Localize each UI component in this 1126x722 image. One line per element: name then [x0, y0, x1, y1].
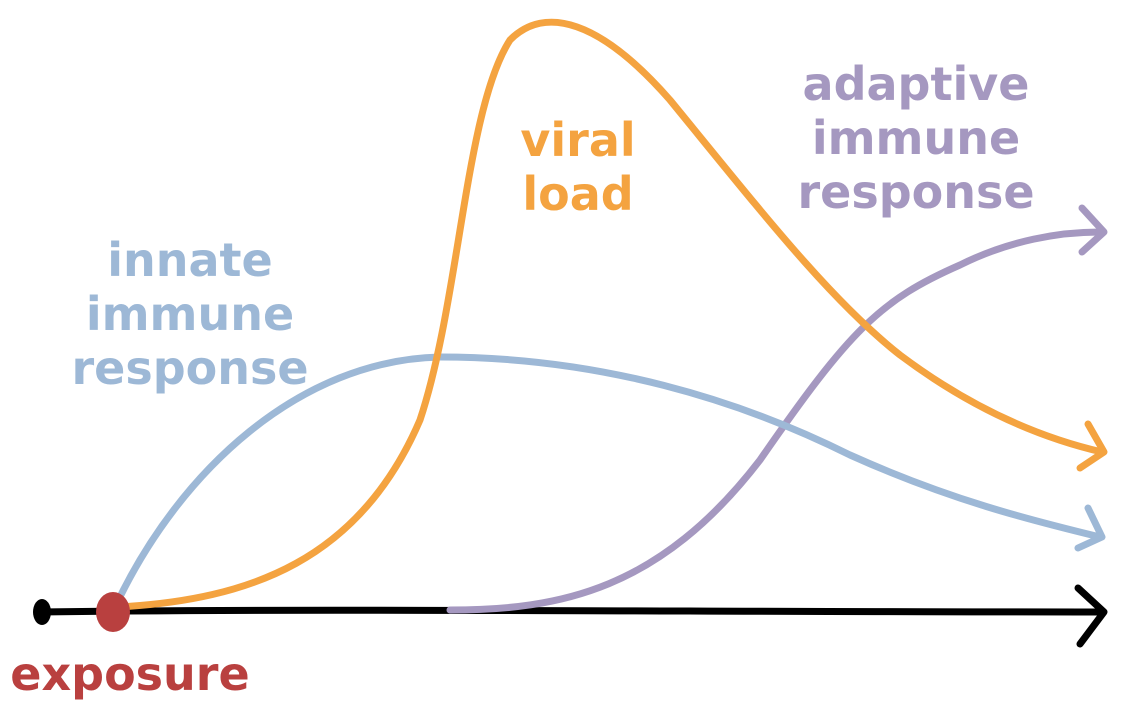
adaptive-label-line-3: response — [797, 165, 1034, 219]
viral-curve-arrowhead — [1076, 420, 1108, 472]
exposure-point — [96, 592, 130, 632]
viral-label-line-1: viral — [520, 113, 635, 167]
adaptive-curve-arrowhead — [1078, 204, 1108, 256]
adaptive-label-line-1: adaptive — [803, 57, 1030, 111]
time-axis — [36, 606, 1104, 616]
time-axis-arrowhead — [1074, 584, 1108, 648]
innate-label-line-3: response — [71, 341, 308, 395]
adaptive-immune-response-label: adaptive immune response — [797, 57, 1034, 219]
axis-start-dot — [33, 599, 51, 625]
viral-load-label: viral load — [520, 113, 635, 221]
innate-label-line-1: innate — [107, 233, 273, 287]
innate-label-line-2: immune — [86, 287, 294, 341]
innate-immune-response-curve — [112, 353, 1104, 609]
innate-curve-arrowhead — [1074, 504, 1106, 552]
adaptive-label-line-2: immune — [812, 111, 1020, 165]
innate-immune-response-label: innate immune response — [71, 233, 308, 395]
viral-label-line-2: load — [522, 167, 633, 221]
adaptive-immune-response-curve — [446, 228, 1104, 614]
exposure-label: exposure — [10, 647, 249, 701]
viral-load-curve — [114, 18, 1106, 611]
